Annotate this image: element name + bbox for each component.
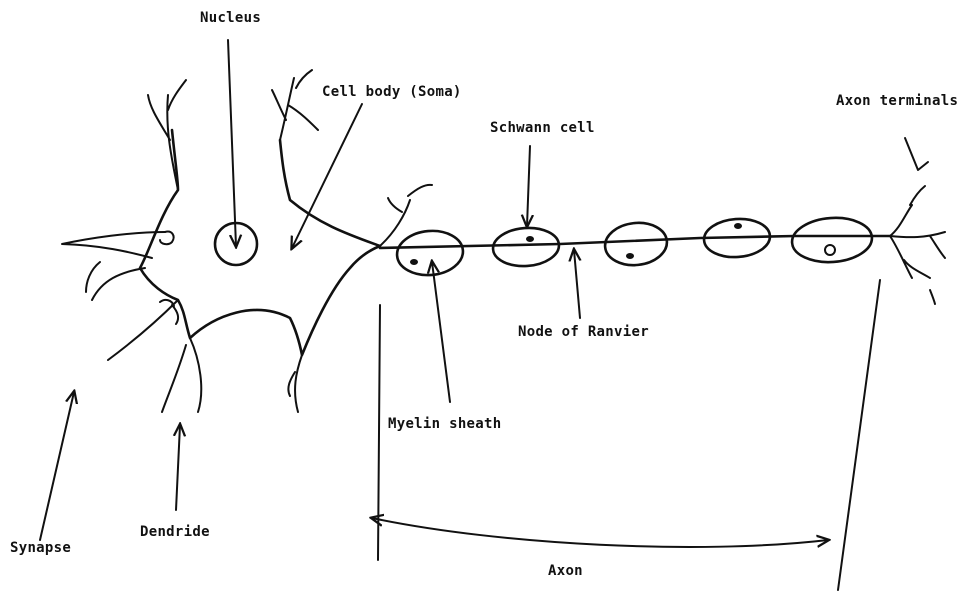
label-cell-body: Cell body (Soma)	[322, 84, 462, 100]
cell-body-arrow	[292, 104, 362, 248]
soma	[140, 130, 380, 355]
label-axon-terminals: Axon terminals	[836, 93, 958, 109]
nucleus-arrow	[228, 40, 236, 246]
axon-terminals	[890, 186, 945, 304]
label-synapse: Synapse	[10, 540, 71, 556]
label-myelin-sheath: Myelin sheath	[388, 416, 501, 432]
dendride-arrow	[176, 425, 180, 510]
schwann-nuclei	[410, 223, 835, 265]
label-schwann-cell: Schwann cell	[490, 120, 595, 136]
myelin-sheath-arrow	[432, 262, 450, 402]
label-node-of-ranvier: Node of Ranvier	[518, 324, 649, 340]
synapse-arrow	[40, 392, 74, 540]
label-dendride: Dendride	[140, 524, 210, 540]
label-nucleus: Nucleus	[200, 10, 261, 26]
dendrites-lower	[288, 185, 432, 412]
node-of-ranvier-arrow	[574, 250, 580, 318]
pointer-arrows	[40, 40, 928, 540]
label-axon: Axon	[548, 563, 583, 579]
axon-terminals-arrow	[905, 138, 928, 170]
schwann-cell-arrow	[527, 146, 530, 226]
dendrites-left	[62, 232, 201, 412]
